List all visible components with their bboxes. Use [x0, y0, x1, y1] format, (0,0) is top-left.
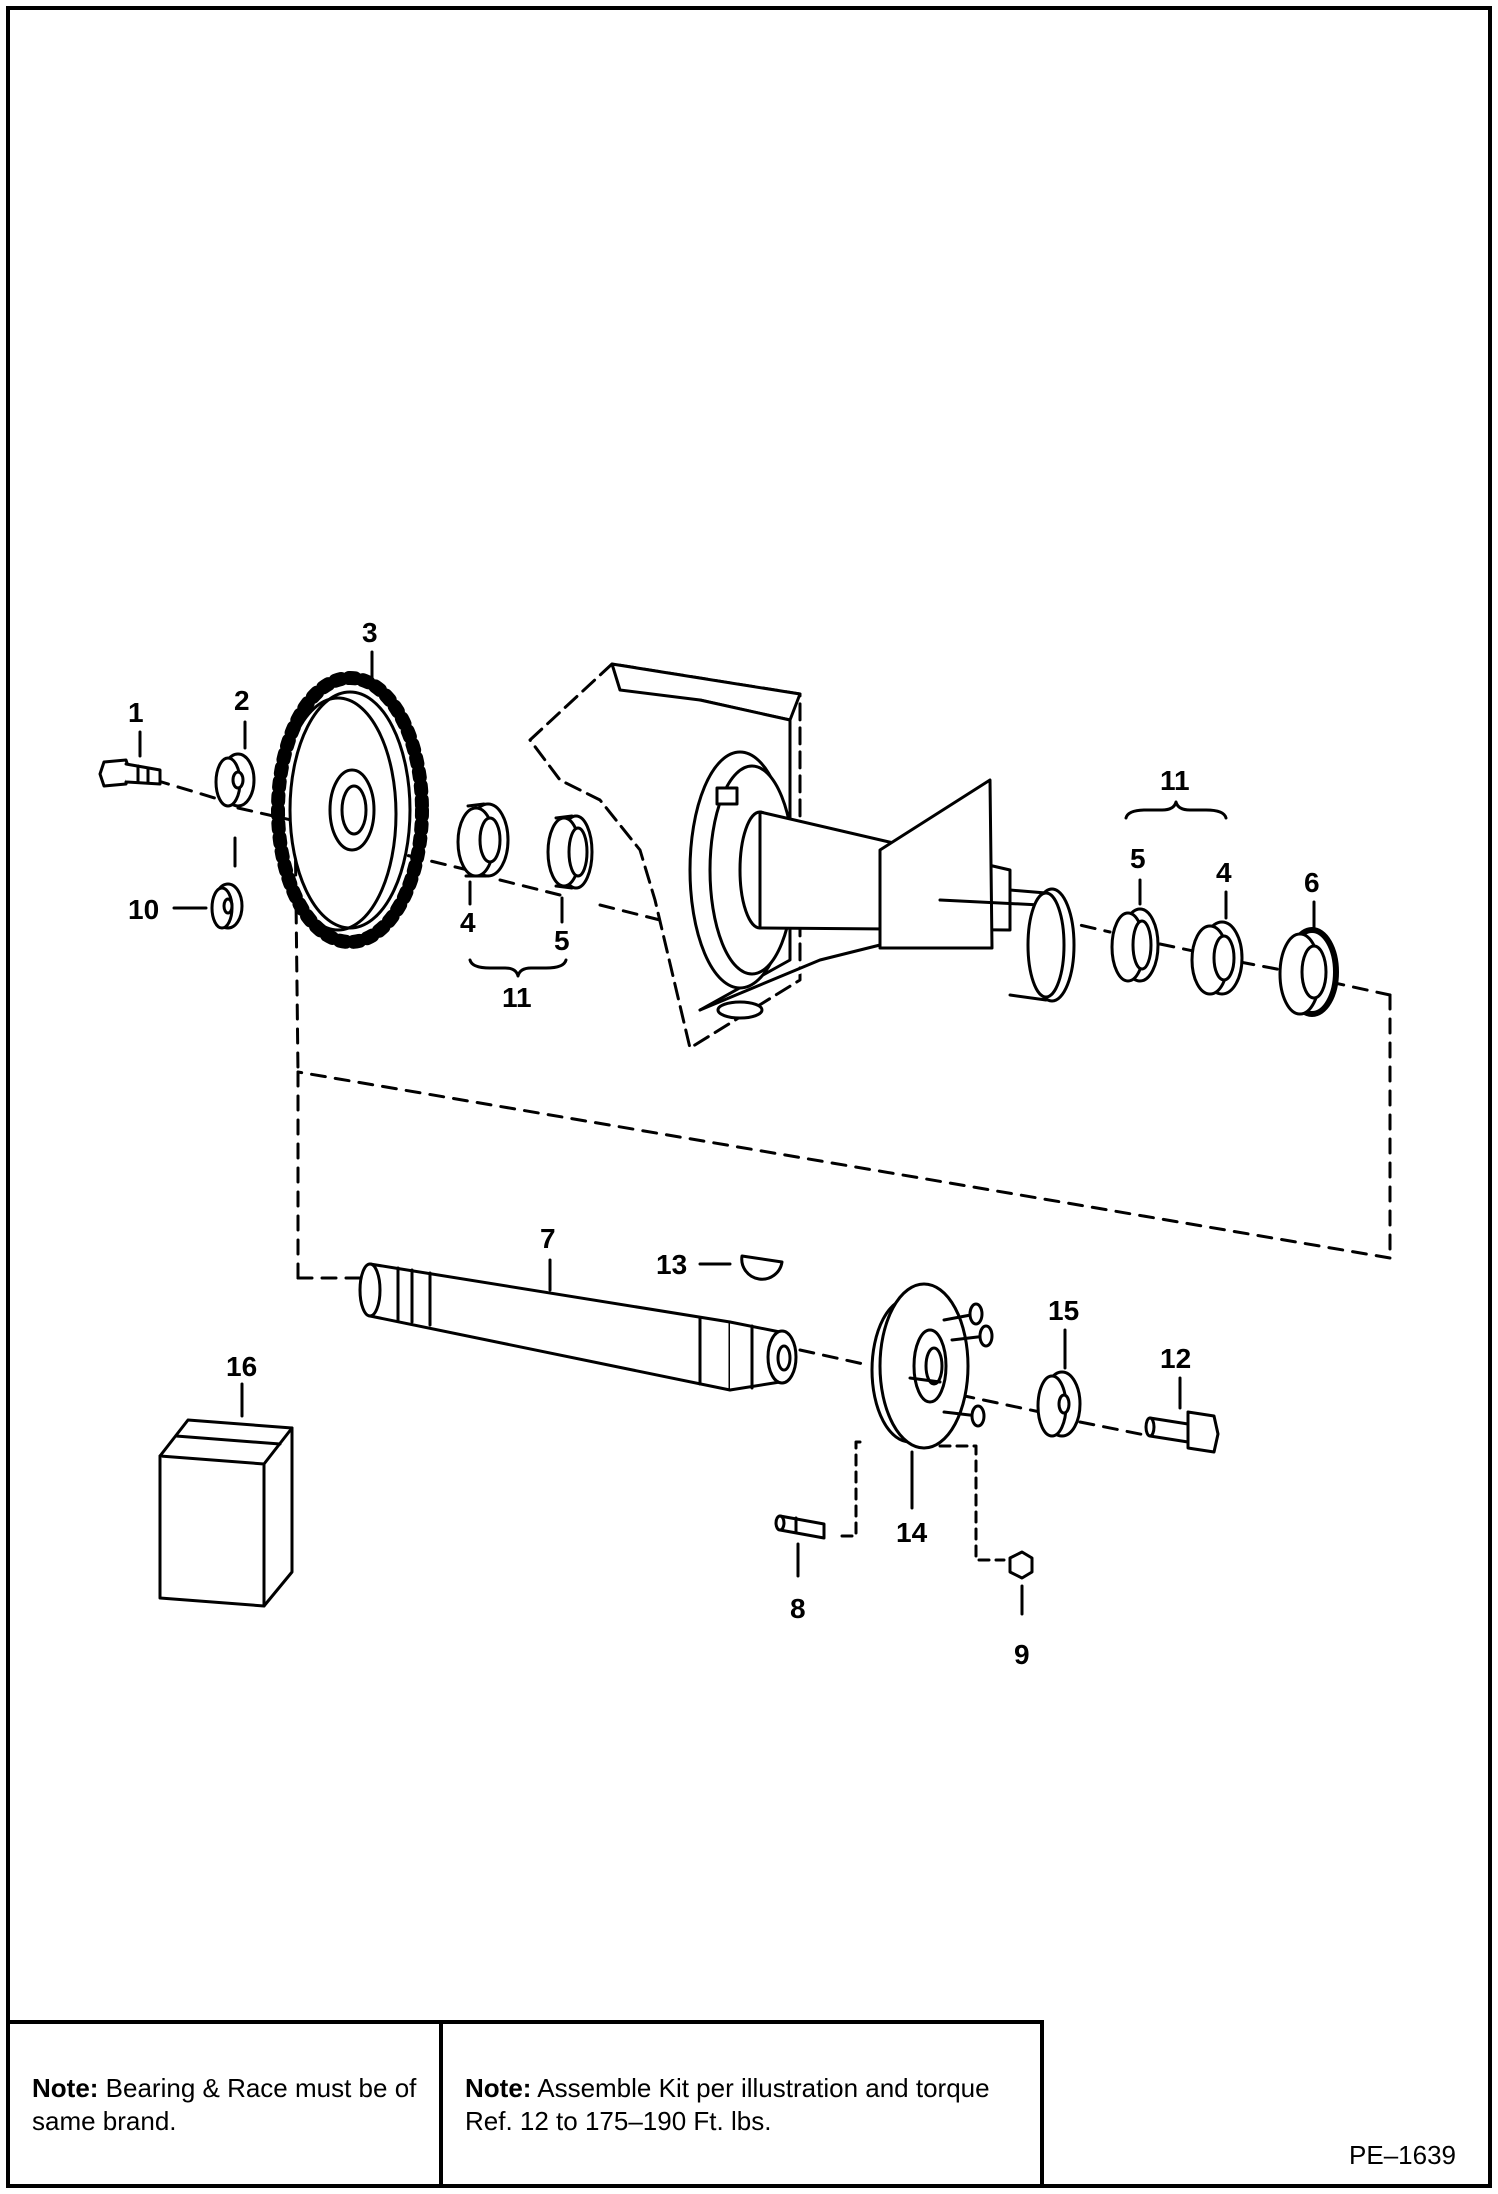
part-2-washer	[214, 752, 256, 808]
part-5-race-left	[546, 814, 594, 890]
part-8-stud	[774, 1514, 826, 1540]
callout-5-right: 5	[1130, 843, 1146, 874]
callout-15: 15	[1048, 1295, 1079, 1326]
part-4-bearing-left	[456, 802, 510, 878]
lower-axis-line	[798, 1348, 1152, 1438]
callout-10: 10	[128, 894, 159, 925]
callout-9: 9	[1014, 1639, 1030, 1670]
axle-housing	[528, 662, 1076, 1050]
callout-8: 8	[790, 1593, 806, 1624]
part-9-nut	[1008, 1550, 1034, 1580]
callout-11-left: 11	[502, 982, 532, 1013]
part-5-race-right	[1110, 907, 1160, 983]
note-label: Note:	[465, 2073, 532, 2103]
callout-16: 16	[226, 1351, 257, 1382]
note-text: Bearing & Race must be of same brand.	[32, 2073, 417, 2136]
note-assemble-kit: Note: Assemble Kit per illustration and …	[443, 2024, 1040, 2188]
callout-13: 13	[656, 1249, 687, 1280]
leader-lines	[138, 650, 1316, 1616]
note-bearing-race: Note: Bearing & Race must be of same bra…	[10, 2024, 443, 2188]
part-12-bolt	[1144, 1410, 1220, 1454]
part-13-key	[740, 1254, 784, 1281]
page-border	[6, 6, 1492, 2188]
callout-4-right: 4	[1216, 857, 1232, 888]
part-3-sprocket	[271, 671, 429, 949]
callout-14: 14	[896, 1517, 928, 1548]
figure-reference-number: PE–1639	[1349, 2140, 1456, 2170]
callout-labels: 1 2 3 4 5 11 10 11 5 4 6 7 13 15 12 16 1…	[128, 617, 1320, 1670]
part-16-box	[158, 1418, 294, 1608]
part-1-bolt	[98, 758, 162, 788]
callout-4-left: 4	[460, 907, 476, 938]
notes-table: Note: Bearing & Race must be of same bra…	[10, 2020, 1044, 2188]
callout-5-left: 5	[554, 925, 570, 956]
callout-1: 1	[128, 697, 144, 728]
callout-12: 12	[1160, 1343, 1191, 1374]
callout-3: 3	[362, 617, 378, 648]
callout-2: 2	[234, 685, 250, 716]
part-6-seal	[1278, 927, 1339, 1017]
part-7-axle-shaft	[358, 1262, 798, 1392]
part-14-hub	[870, 1282, 994, 1450]
note-text: Assemble Kit per illustration and torque…	[465, 2073, 990, 2136]
callout-11-right: 11	[1160, 765, 1190, 796]
callout-6: 6	[1304, 867, 1320, 898]
connector-dashed-box	[293, 811, 1392, 1280]
note-label: Note:	[32, 2073, 99, 2103]
callout-7: 7	[540, 1223, 556, 1254]
part-10-washer	[210, 882, 244, 930]
part-4-bearing-right	[1190, 920, 1244, 996]
part-15-washer	[1036, 1370, 1082, 1438]
